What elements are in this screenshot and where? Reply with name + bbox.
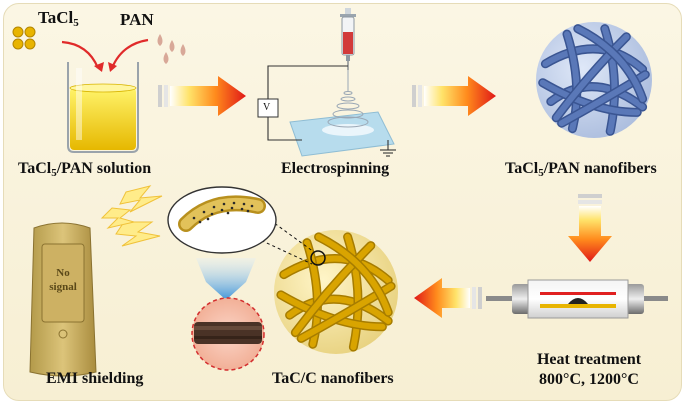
ground-icon — [380, 149, 396, 157]
fiber-strand-highlight — [344, 233, 362, 351]
tacl5-particles-icon — [12, 26, 36, 50]
pore-dot — [246, 209, 250, 213]
pore-dot — [210, 212, 214, 216]
fiber-strand-highlight — [280, 255, 392, 284]
pore-dot — [192, 216, 196, 220]
pore-dot — [220, 208, 224, 212]
pore-dot — [240, 207, 244, 211]
pore-dot — [242, 202, 246, 206]
fiber-strand-highlight — [292, 242, 374, 336]
down-arrow-icon — [568, 194, 612, 262]
no-signal-text: No signal — [44, 266, 82, 294]
emi-label: EMI shielding — [46, 370, 144, 387]
pore-dot — [202, 210, 206, 214]
spiral-jet — [327, 70, 369, 128]
tube-furnace-icon — [486, 279, 668, 319]
heat-treatment-line1: Heat treatment — [536, 351, 642, 368]
nanofibers-label: TaCl5/PAN nanofibers — [505, 160, 657, 179]
cross-section-icon — [191, 297, 265, 371]
heat-treatment-label: Heat treatment 800°C, 1200°C — [524, 350, 654, 390]
voltage-icon — [257, 98, 279, 118]
fiber-strand-highlight — [542, 45, 646, 73]
pore-dot — [226, 211, 230, 215]
signal-bolt-icon — [100, 185, 163, 247]
pore-dot — [212, 205, 216, 209]
process-arrow-2 — [412, 76, 496, 116]
no-signal-line1: No — [56, 267, 70, 279]
electrospinning-setup — [257, 8, 396, 157]
device-icon — [29, 222, 97, 377]
process-arrow-1 — [158, 76, 246, 116]
electrospinning-label: Electrospinning — [281, 160, 390, 177]
circuit-wires — [267, 65, 389, 150]
pan-drops-icon — [157, 34, 186, 64]
pore-dot — [206, 217, 210, 221]
tacl5-label: TaCl5 — [38, 8, 79, 29]
magnified-fiber-icon — [167, 186, 315, 265]
fiber-ball-icon — [274, 230, 398, 354]
voltage-symbol: V — [263, 102, 271, 113]
pore-dot — [250, 204, 254, 208]
fiber-strand-highlight — [574, 25, 646, 102]
pore-dot — [230, 206, 234, 210]
pore-dot — [232, 201, 236, 205]
tac-c-label: TaC/C nanofibers — [272, 370, 394, 387]
fiber-strand-highlight — [553, 33, 630, 121]
process-arrow-3 — [414, 278, 482, 318]
no-signal-line2: signal — [49, 281, 77, 293]
solution-label: TaCl5/PAN solution — [18, 160, 152, 179]
beaker-icon — [67, 62, 139, 153]
zoom-arrow — [196, 258, 256, 300]
pore-dot — [222, 202, 226, 206]
fiber-ball-icon — [536, 22, 652, 138]
pan-label: PAN — [120, 10, 154, 29]
fiber-strand-highlight — [601, 25, 618, 135]
fiber-strand-highlight — [315, 233, 392, 316]
syringe-icon — [340, 8, 356, 70]
pour-arrows — [61, 38, 149, 69]
heat-treatment-temps: 800°C, 1200°C — [539, 371, 639, 388]
pore-dot — [198, 220, 202, 224]
